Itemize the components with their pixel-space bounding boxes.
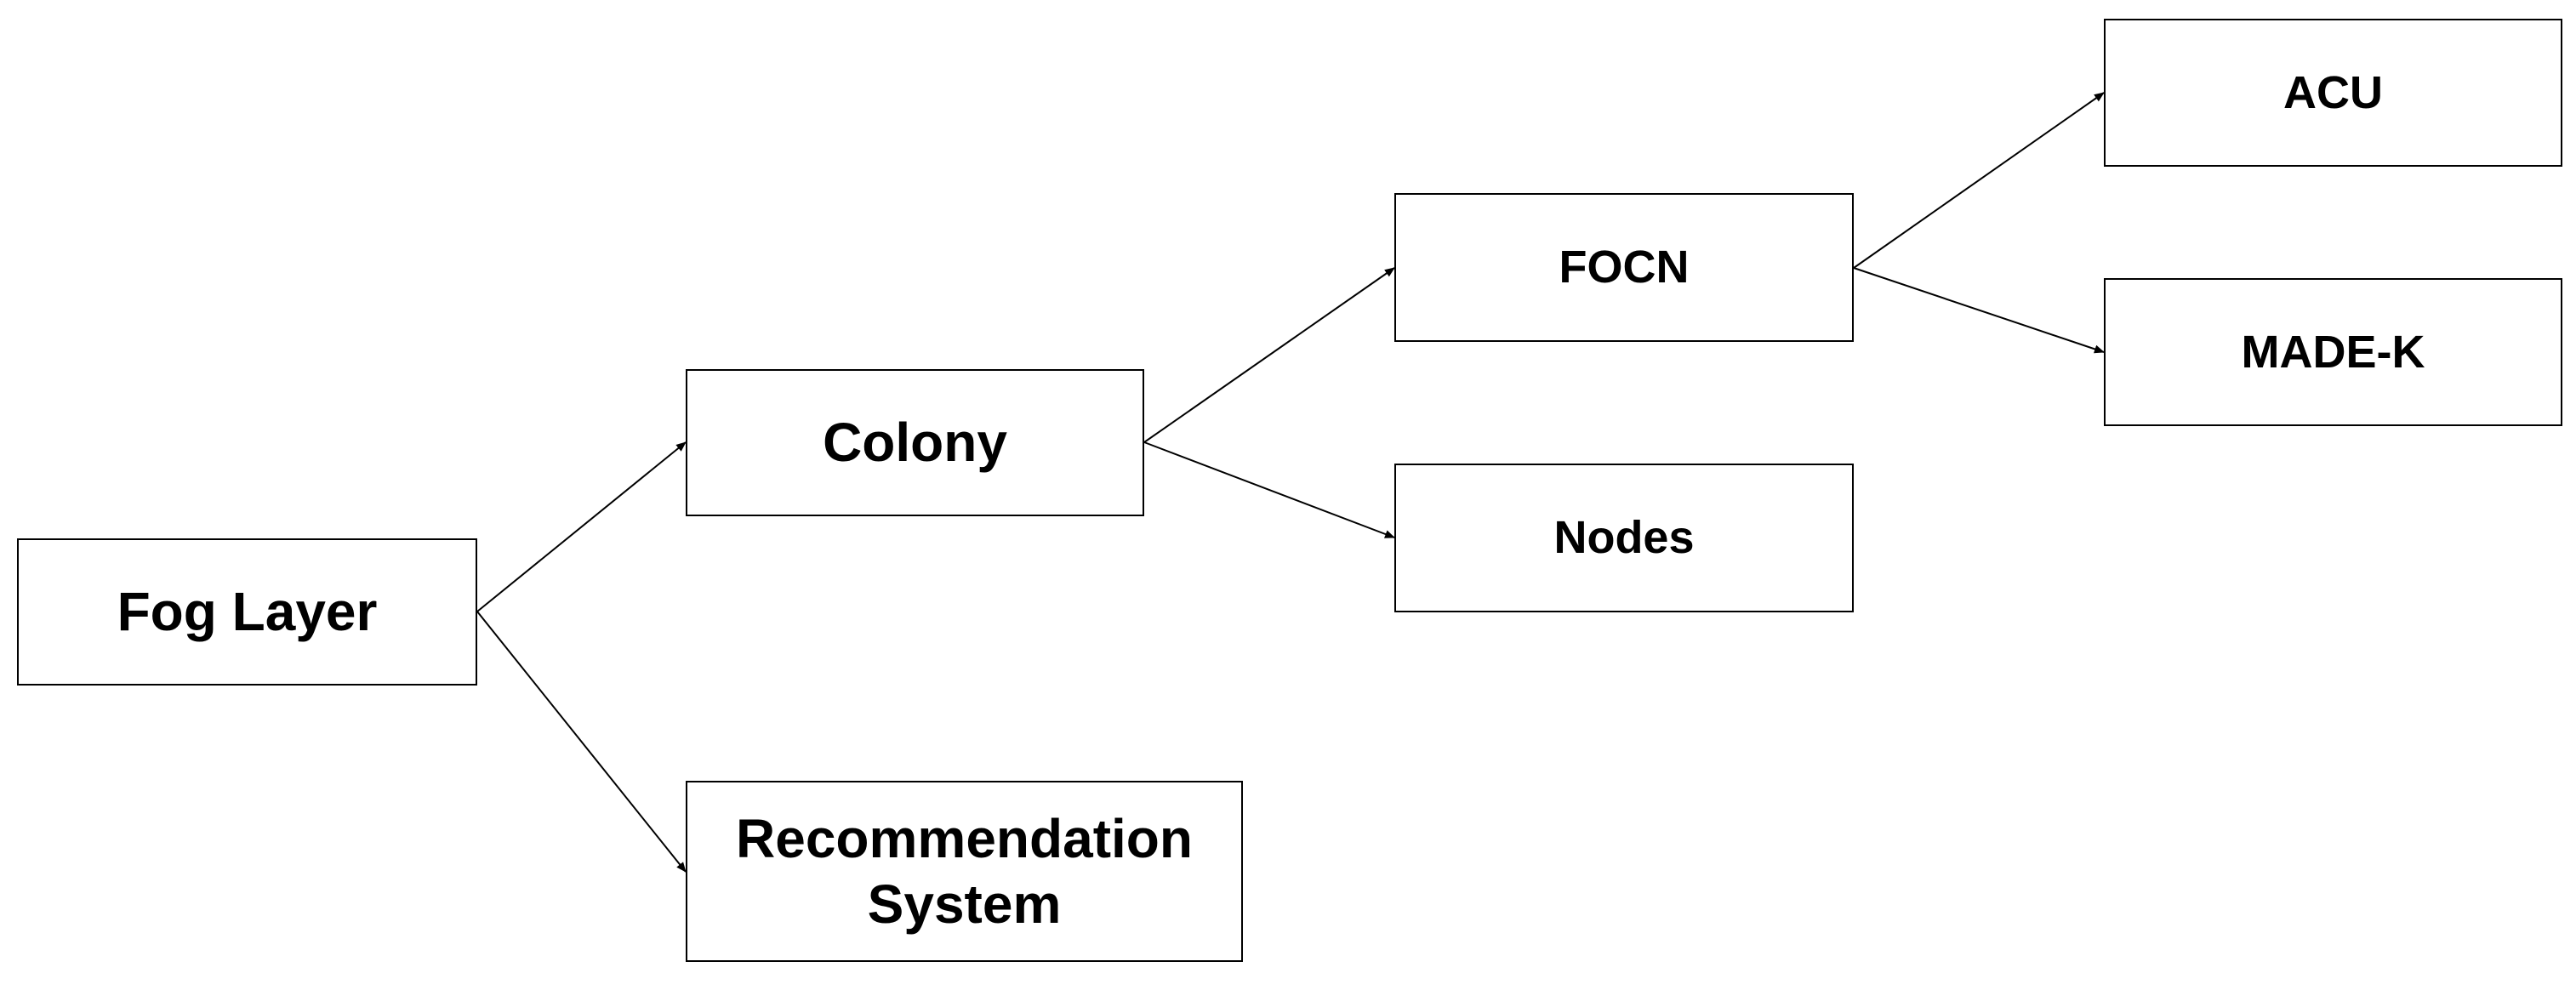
edge-fog-to-recommendation (476, 611, 687, 873)
acu-box: ACU (2104, 19, 2562, 167)
acu-label: ACU (2283, 66, 2383, 118)
recommendation-system-label: Recommendation System (736, 807, 1193, 935)
focn-box: FOCN (1394, 193, 1854, 342)
colony-box: Colony (686, 369, 1144, 516)
made-k-box: MADE-K (2104, 278, 2562, 426)
focn-label: FOCN (1559, 242, 1690, 293)
nodes-box: Nodes (1394, 464, 1854, 612)
edge-colony-to-nodes (1143, 441, 1395, 538)
nodes-label: Nodes (1553, 512, 1695, 564)
edge-fog-to-colony (476, 441, 687, 612)
edge-focn-to-acu (1853, 92, 2105, 269)
fog-layer-label: Fog Layer (117, 581, 378, 643)
edge-colony-to-focn (1143, 267, 1395, 443)
edge-focn-to-madek (1853, 267, 2105, 354)
fog-layer-box: Fog Layer (17, 538, 477, 686)
colony-label: Colony (823, 412, 1007, 474)
made-k-label: MADE-K (2241, 326, 2425, 378)
recommendation-system-box: Recommendation System (686, 781, 1243, 962)
